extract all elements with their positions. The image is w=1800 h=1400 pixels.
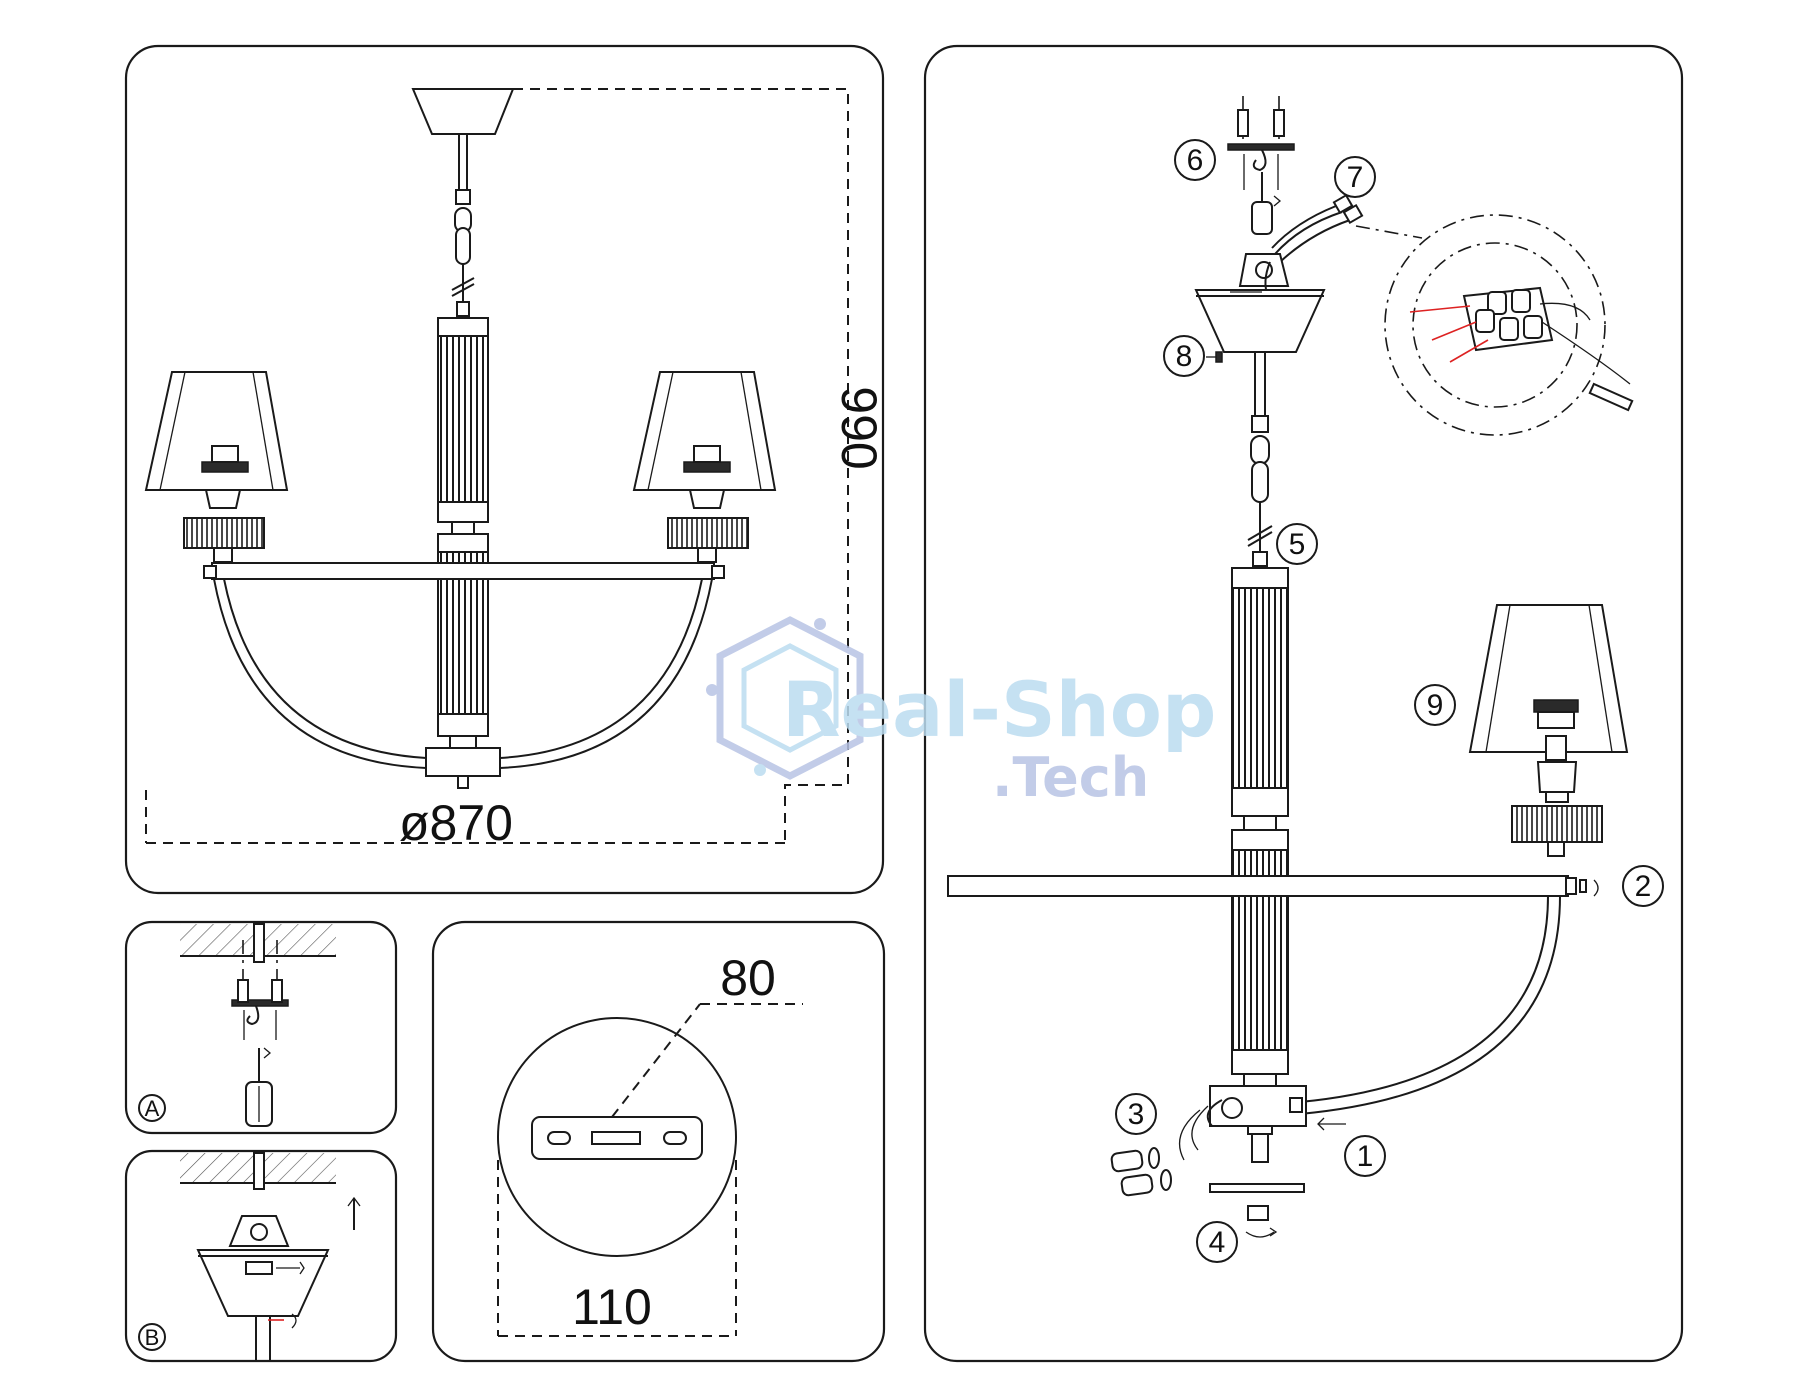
left-lampshade: [144, 371, 289, 491]
assembly-lamp: [1468, 604, 1629, 857]
right-lampshade: [632, 371, 777, 491]
detail-a-panel: A: [124, 920, 398, 1135]
hook-icon: [246, 1005, 260, 1026]
step-7-label: 7: [1347, 161, 1364, 194]
right-lamp: [632, 371, 777, 563]
left-lamp: [144, 371, 289, 563]
diameter-dimension: ø870: [399, 795, 513, 851]
dimensions-panel: 990 ø870: [124, 44, 887, 895]
step-5-label: 5: [1289, 528, 1306, 561]
step-3-label: 3: [1128, 1098, 1145, 1131]
assembly-panel: 1 2 3 4 5 6 7 8 9: [923, 44, 1684, 1363]
watermark: Real-Shop .Tech: [706, 616, 1216, 809]
central-column: [425, 317, 501, 789]
mount-slot-dimension: 80: [720, 950, 776, 1006]
ceiling-anchor-assembly: [1227, 96, 1295, 235]
step-9-label: 9: [1427, 689, 1444, 722]
assembly-bar: [947, 875, 1569, 897]
mount-diameter-dimension: 110: [572, 1279, 652, 1335]
screwdriver-icon: [1251, 201, 1273, 235]
height-dimension-line: [513, 88, 849, 843]
screwdriver-icon: [245, 1048, 273, 1127]
hexagon-circuit-icon: [706, 616, 864, 780]
connector-detail: [1355, 214, 1634, 436]
detail-label-a: A: [145, 1096, 160, 1121]
step-4-label: 4: [1209, 1226, 1226, 1259]
height-dimension: 990: [831, 386, 887, 469]
detail-b-canopy: [196, 1249, 330, 1317]
step-2-label: 2: [1635, 870, 1652, 903]
step-1-label: 1: [1357, 1140, 1374, 1173]
assembly-canopy: [1194, 289, 1326, 353]
detail-b-panel: B: [124, 1149, 398, 1363]
detail-label-b: B: [145, 1325, 160, 1350]
mount-dimensions-panel: 80 110: [431, 920, 886, 1363]
assembly-lampshade: [1468, 604, 1629, 753]
ceiling-canopy: [411, 88, 515, 135]
step-8-label: 8: [1176, 340, 1193, 373]
watermark-line1: Real-Shop: [782, 665, 1216, 754]
watermark-line2: .Tech: [992, 746, 1149, 809]
hook-icon: [1252, 149, 1267, 172]
step-markers: 1 2 3 4 5 6 7 8 9: [1115, 139, 1664, 1263]
step-6-label: 6: [1187, 144, 1204, 177]
